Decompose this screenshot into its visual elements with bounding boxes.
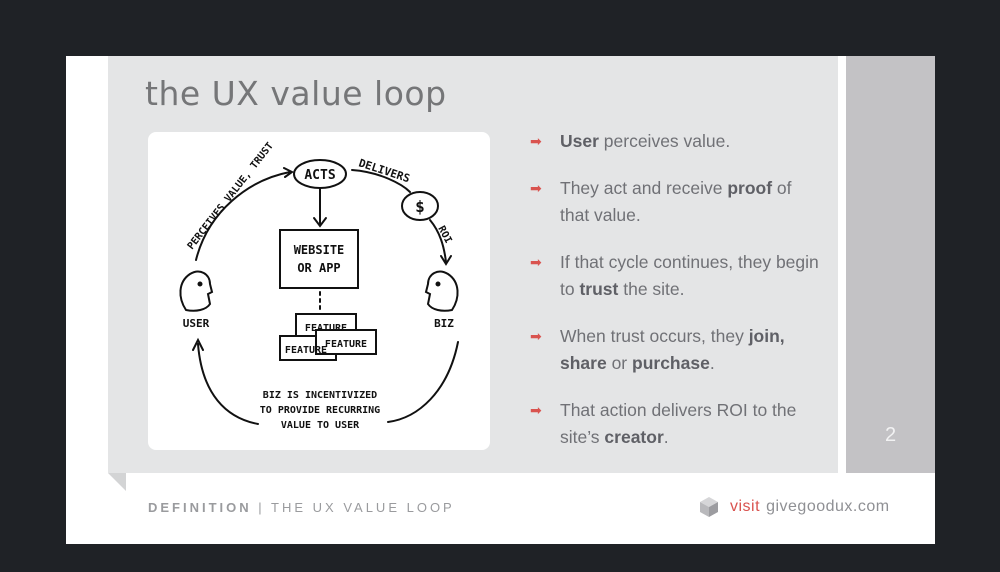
- bullet-item: ➡If that cycle continues, they begin to …: [530, 249, 820, 303]
- website-box: [279, 229, 359, 289]
- slide-number: 2: [884, 424, 897, 446]
- perceives-label: PERCEIVES VALUE, TRUST: [186, 141, 276, 252]
- dollar-label: $: [415, 197, 425, 216]
- note-line-1: BIZ IS INCENTIVIZED: [263, 390, 377, 401]
- arc-bottom-left: [192, 337, 259, 425]
- bullet-text: They act and receive: [560, 178, 728, 198]
- bullet-text: or: [606, 353, 632, 373]
- bullet-emphasis: join, share: [560, 326, 785, 373]
- bullet-text: perceives value.: [598, 131, 731, 151]
- biz-label: BIZ: [434, 317, 454, 330]
- feature-label-3: FEATURE: [325, 339, 367, 350]
- arc-perceives: [195, 167, 294, 261]
- feature-label-1: FEATURE: [305, 323, 347, 334]
- arrow-right-icon: ➡: [530, 402, 542, 418]
- acts-to-website-arrow: [313, 188, 327, 228]
- bullet-emphasis: User: [560, 131, 599, 151]
- slide: 2 the UX value loop: [66, 56, 935, 544]
- bullet-text: the site.: [618, 279, 685, 299]
- bullet-text: .: [663, 427, 669, 447]
- footer-section: DEFINITION: [148, 500, 252, 515]
- note-line-3: VALUE TO USER: [281, 420, 360, 431]
- bullet-emphasis: purchase: [632, 353, 710, 373]
- visit-label: visit: [730, 498, 761, 515]
- arc-delivers: [351, 169, 411, 193]
- slide-title: the UX value loop: [145, 74, 447, 113]
- website-label-1: WEBSITE: [294, 243, 345, 257]
- ux-loop-sketch: ACTS PERCEIVES VALUE, TRUST DELIVERS $ R…: [179, 141, 459, 431]
- note-line-2: TO PROVIDE RECURRING: [260, 405, 380, 416]
- bullet-item: ➡When trust occurs, they join, share or …: [530, 323, 820, 377]
- arc-roi: [429, 219, 452, 266]
- delivers-label: DELIVERS: [357, 156, 411, 185]
- footer-brand-link[interactable]: visit givegoodux.com: [696, 492, 890, 522]
- bullet-text: .: [709, 353, 715, 373]
- feature-label-2: FEATURE: [285, 345, 327, 356]
- page-fold-corner: [108, 473, 126, 491]
- bullet-emphasis: creator: [604, 427, 664, 447]
- bullet-text: When trust occurs, they: [560, 326, 749, 346]
- website-label-2: OR APP: [297, 261, 340, 275]
- bullet-text: That action delivers ROI to the site’s: [560, 400, 797, 447]
- bullet-emphasis: trust: [579, 279, 619, 299]
- acts-label: ACTS: [304, 168, 335, 183]
- site-url[interactable]: givegoodux.com: [766, 498, 890, 515]
- arrow-right-icon: ➡: [530, 180, 542, 196]
- bullet-item: ➡ User perceives value.: [530, 128, 820, 155]
- bullet-text: of that value.: [560, 178, 792, 225]
- slide-left-margin: [66, 56, 108, 491]
- bullet-emphasis: proof: [727, 178, 773, 198]
- side-bar: [846, 56, 935, 473]
- feature-box-3: [315, 329, 377, 355]
- footer-topic: THE UX VALUE LOOP: [271, 500, 455, 515]
- footer-breadcrumb: DEFINITION | THE UX VALUE LOOP: [148, 500, 455, 515]
- bullet-item: ➡That action delivers ROI to the site’s …: [530, 397, 820, 451]
- cube-logo-icon: [700, 497, 718, 517]
- arc-bottom-right: [387, 341, 459, 423]
- sketch-diagram-card: ACTS PERCEIVES VALUE, TRUST DELIVERS $ R…: [148, 132, 490, 450]
- arrow-right-icon: ➡: [530, 133, 542, 149]
- footer-divider: |: [251, 500, 272, 515]
- bullet-item: ➡ They act and receive proof of that valu…: [530, 175, 820, 229]
- arrow-right-icon: ➡: [530, 254, 542, 270]
- bullet-list: ➡ User perceives value. ➡ They act and rece…: [530, 128, 820, 471]
- dollar-coin: [401, 191, 439, 221]
- user-head: [179, 270, 214, 312]
- biz-head: [424, 270, 459, 312]
- arrow-right-icon: ➡: [530, 328, 542, 344]
- user-label: USER: [183, 317, 210, 330]
- bullet-text: If that cycle continues, they begin to: [560, 252, 819, 299]
